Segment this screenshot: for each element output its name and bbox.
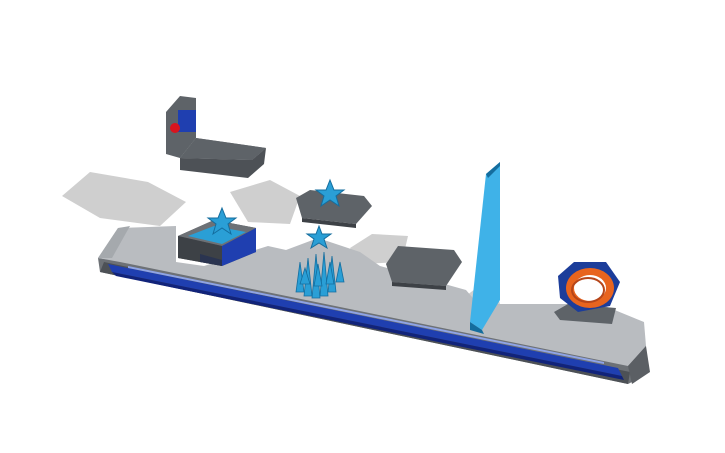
spike-cluster xyxy=(295,251,345,299)
blue-rail xyxy=(108,264,622,376)
glass-panel[interactable] xyxy=(470,162,500,334)
floating-star-tile[interactable] xyxy=(296,178,372,228)
floating-tile[interactable] xyxy=(386,246,462,290)
base-platform xyxy=(98,226,650,384)
star-box[interactable] xyxy=(178,206,256,266)
floating-star-icon xyxy=(305,224,333,250)
box-star-icon xyxy=(206,206,238,236)
wall-bracket[interactable] xyxy=(166,96,266,178)
hex-ring[interactable] xyxy=(554,262,620,324)
tile-star-icon xyxy=(314,178,346,208)
red-button-icon xyxy=(170,123,180,133)
bracket-blue-strip xyxy=(178,110,196,132)
